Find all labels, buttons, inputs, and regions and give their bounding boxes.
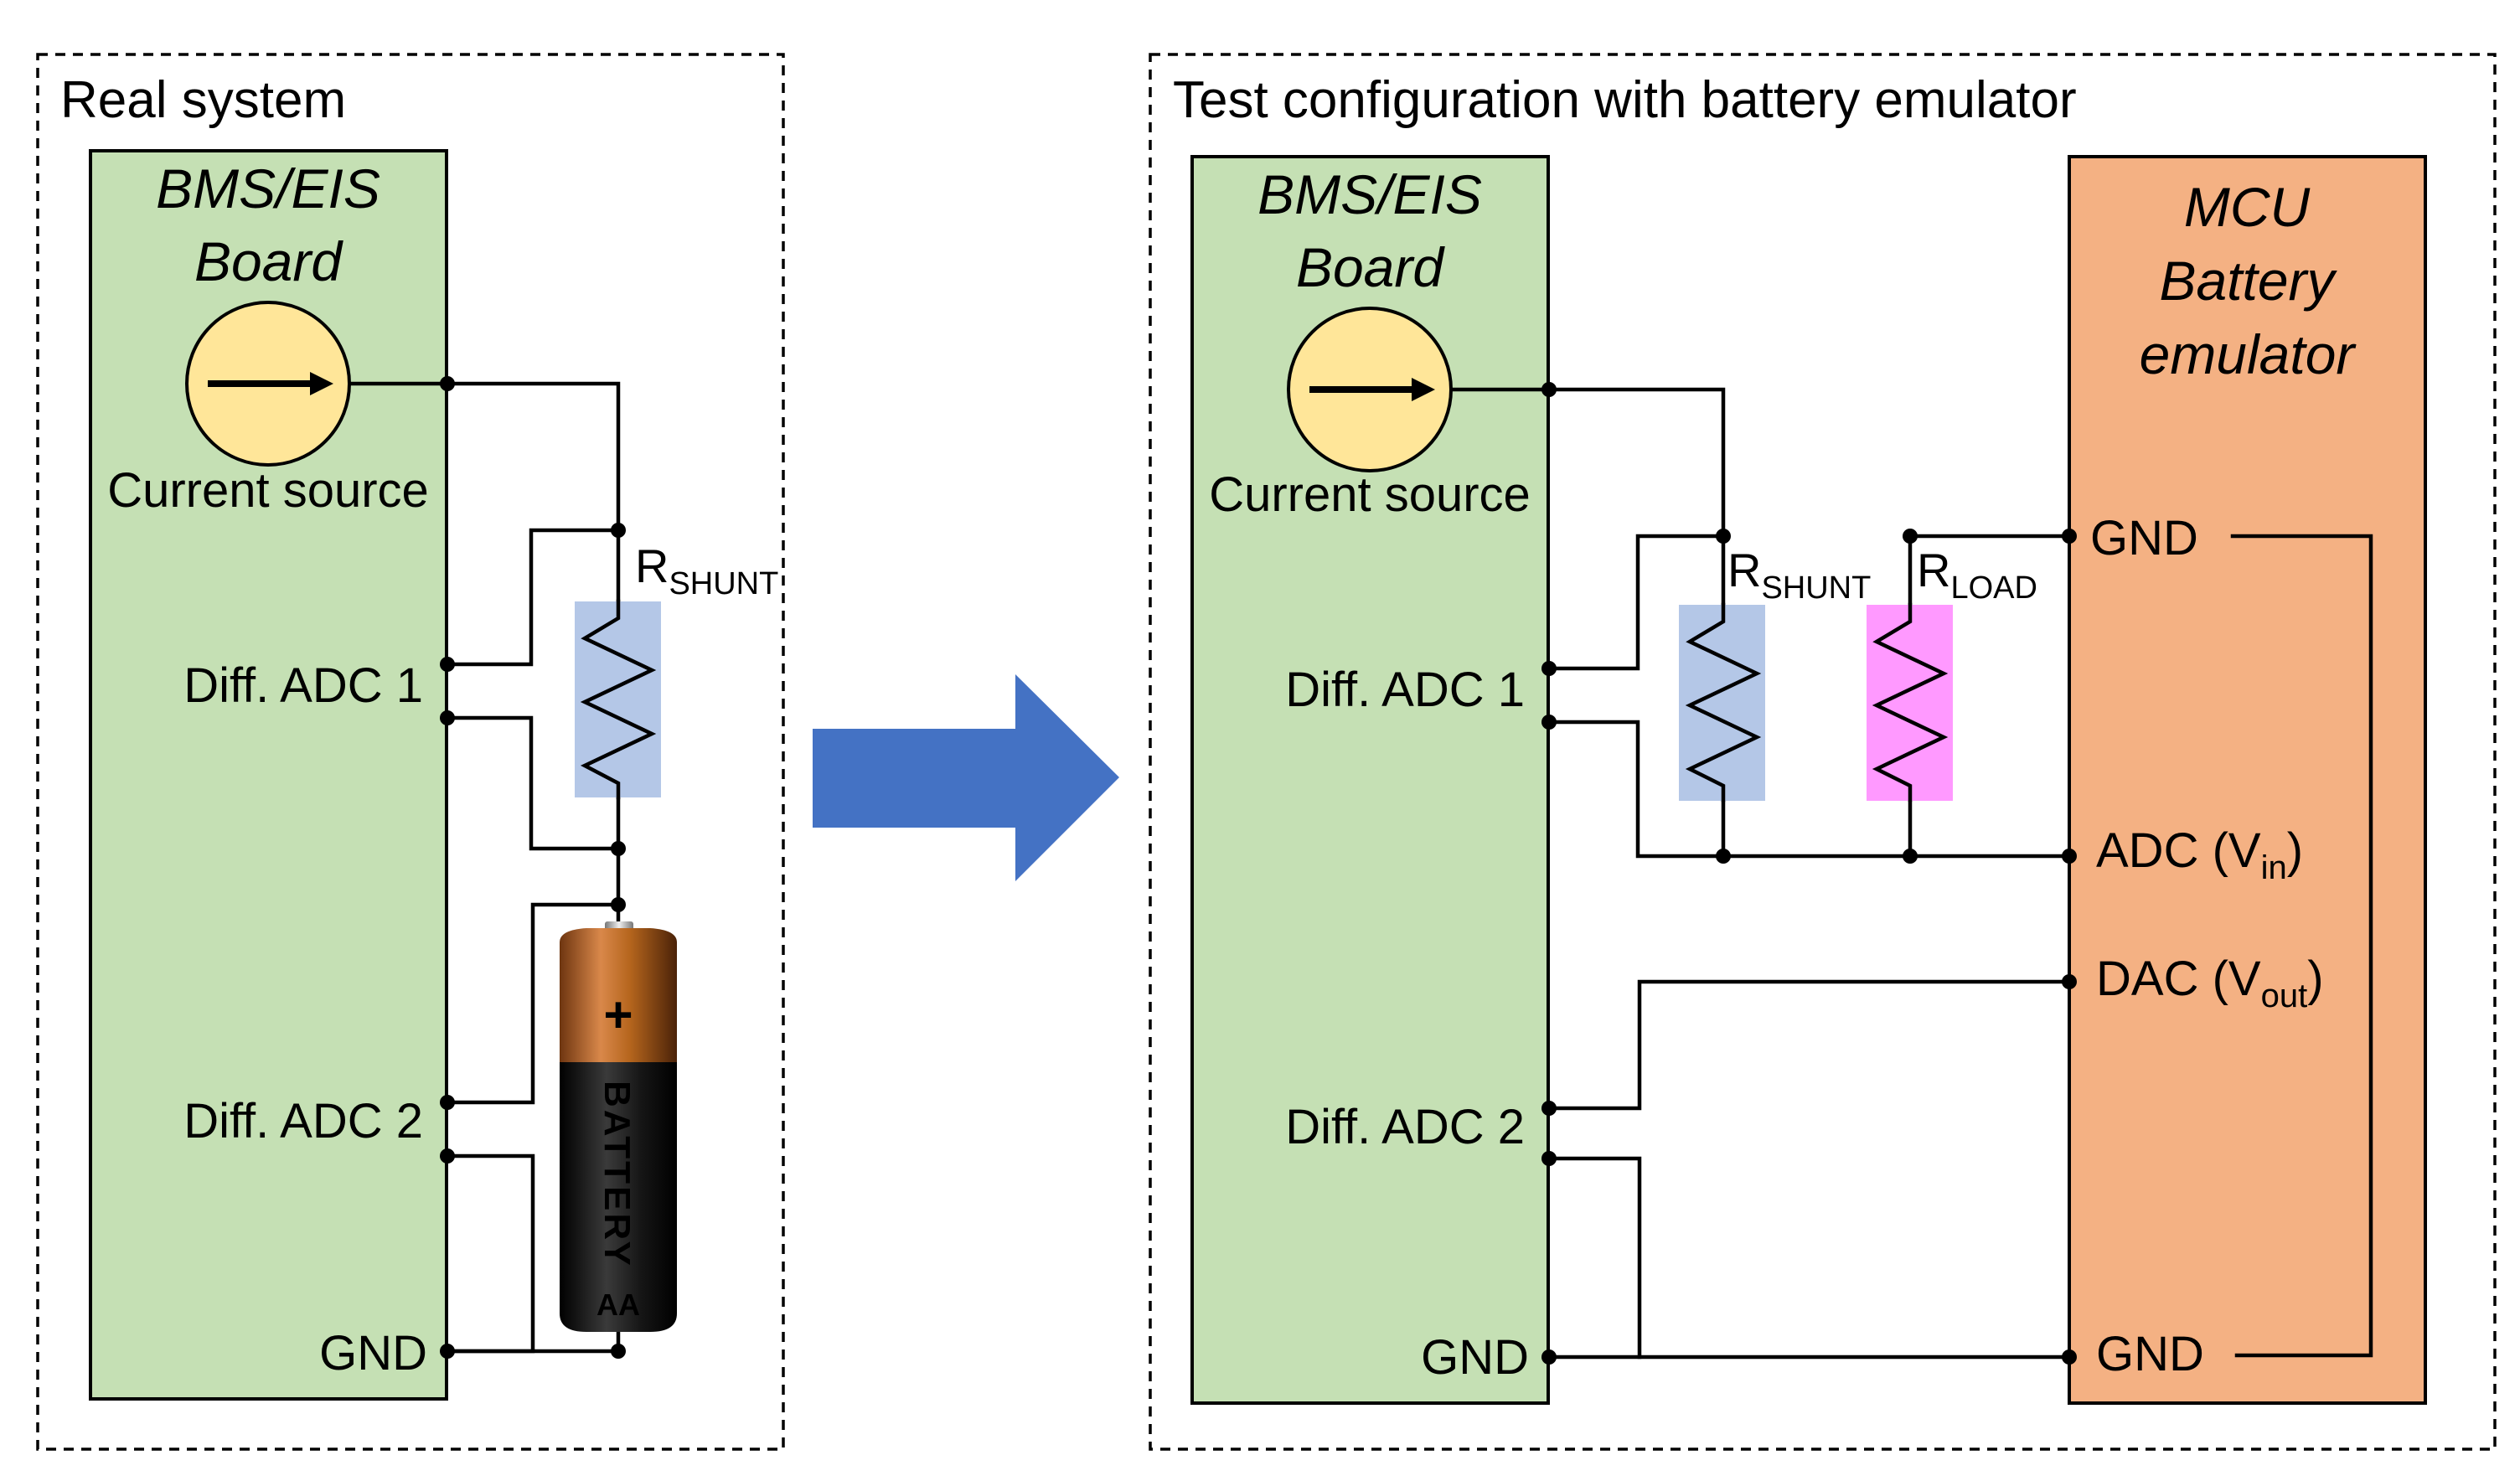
- current-source-label: Current source: [107, 463, 429, 518]
- board-title-line2: Board: [194, 230, 343, 292]
- left-panel-title: Real system: [60, 71, 346, 129]
- gnd-label-right: GND: [1421, 1330, 1529, 1385]
- diff-adc2-label: Diff. ADC 2: [183, 1094, 423, 1148]
- diff-adc1-label: Diff. ADC 1: [183, 658, 423, 713]
- gnd-label: GND: [319, 1326, 427, 1380]
- current-source-icon-right: [1287, 307, 1453, 472]
- shunt-label: RSHUNT: [635, 539, 778, 601]
- junction-dots-right: [1541, 382, 2077, 1365]
- left-panel: Real system BMS/EIS Board Current source…: [36, 53, 785, 1451]
- current-source-icon: [185, 301, 351, 467]
- battery-plus: +: [603, 987, 633, 1043]
- diff-adc1-label-right: Diff. ADC 1: [1285, 663, 1525, 717]
- load-label: RLOAD: [1917, 544, 2037, 606]
- left-panel-frame: [36, 53, 785, 1451]
- mcu-gnd-top-label: GND: [2090, 511, 2198, 565]
- battery-size: AA: [596, 1287, 640, 1322]
- mcu-title-line2: Battery: [2159, 250, 2337, 312]
- wires-right: [1449, 387, 2373, 1360]
- shunt-label-right: RSHUNT: [1727, 544, 1871, 606]
- board-title-line1-right: BMS/EIS: [1257, 163, 1482, 225]
- right-panel: Test configuration with battery emulator…: [1149, 53, 2497, 1451]
- battery-icon: + BATTERY AA: [560, 921, 677, 1332]
- shunt-resistor-icon: [575, 599, 661, 800]
- board-title-line2-right: Board: [1296, 236, 1445, 298]
- mcu-dac-label: DAC (Vout): [2096, 952, 2324, 1014]
- diff-adc2-label-right: Diff. ADC 2: [1285, 1100, 1525, 1154]
- load-resistor-icon: [1867, 602, 1953, 802]
- right-panel-title: Test configuration with battery emulator: [1173, 71, 2077, 129]
- board-title-line1: BMS/EIS: [156, 157, 380, 219]
- mcu-battery-emulator: [2068, 155, 2427, 1405]
- arrow-right-icon: [813, 674, 1119, 881]
- mcu-title-line1: MCU: [2184, 176, 2311, 238]
- junction-dots: [440, 376, 626, 1359]
- shunt-resistor-icon-right: [1679, 602, 1765, 802]
- right-panel-frame: [1149, 53, 2497, 1451]
- mcu-title-line3: emulator: [2140, 323, 2357, 385]
- current-source-label-right: Current source: [1209, 467, 1531, 522]
- mcu-gnd-bottom-label: GND: [2096, 1327, 2204, 1381]
- battery-text: BATTERY: [596, 1081, 638, 1268]
- mcu-adc-label: ADC (Vin): [2096, 823, 2303, 886]
